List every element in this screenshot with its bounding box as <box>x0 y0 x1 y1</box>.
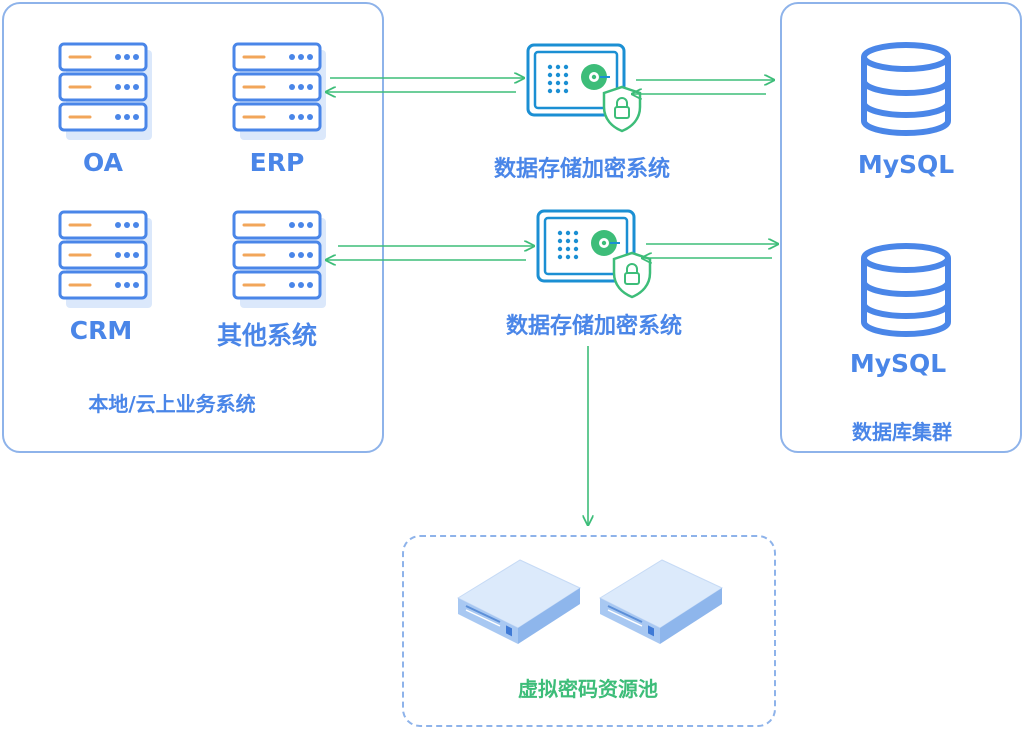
encryption-safe-icon-bottom <box>536 209 652 299</box>
encryption-label-top: 数据存储加密系统 <box>493 157 671 182</box>
oa-server-icon <box>58 42 154 142</box>
crypto-server-icon-right <box>599 559 723 645</box>
mysql-database-icon-bottom <box>864 246 948 334</box>
crm-label: CRM <box>69 316 133 345</box>
database-cluster-panel <box>780 2 1022 453</box>
database-cluster-title: 数据库集群 <box>852 420 952 444</box>
other-systems-server-icon <box>232 210 328 310</box>
encryption-label-bottom: 数据存储加密系统 <box>505 314 683 339</box>
mysql-label-top: MySQL <box>857 150 955 179</box>
crypto-server-icon-left <box>457 559 581 645</box>
mysql-database-icon-top <box>864 45 948 133</box>
other-systems-label: 其他系统 <box>216 321 318 350</box>
crypto-resource-pool-panel <box>402 535 776 727</box>
encryption-safe-icon-top <box>526 43 642 133</box>
crm-server-icon <box>58 210 154 310</box>
oa-label: OA <box>83 148 123 177</box>
crypto-pool-title: 虚拟密码资源池 <box>518 677 658 701</box>
erp-label: ERP <box>249 148 305 177</box>
business-systems-title: 本地/云上业务系统 <box>88 392 256 416</box>
mysql-label-bottom: MySQL <box>849 349 947 378</box>
erp-server-icon <box>232 42 328 142</box>
